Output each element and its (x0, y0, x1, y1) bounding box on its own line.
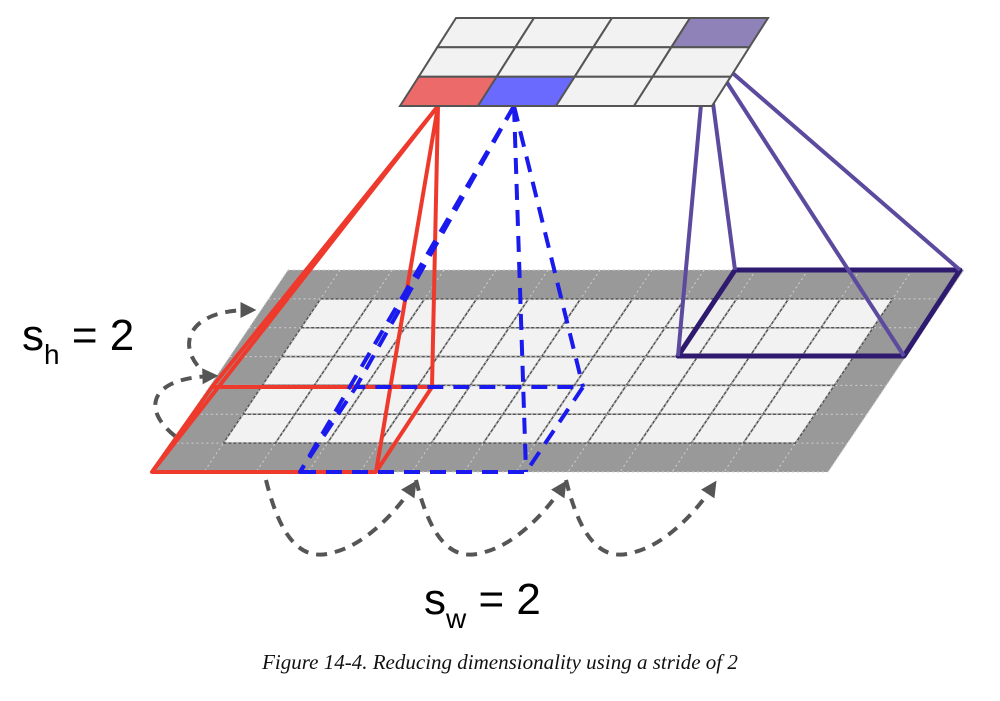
input-grid-line (827, 269, 965, 473)
horizontal-stride-arrow (564, 479, 717, 557)
blue-pyramid-edge (512, 105, 528, 473)
blue-pyramid-edge (354, 105, 516, 388)
blue-pyramid-edge (298, 104, 516, 474)
input-grid-line (411, 269, 549, 473)
output-layer (398, 17, 770, 107)
input-grid-line (307, 269, 445, 473)
input-grid-line (359, 269, 497, 473)
red-pyramid-edge (210, 104, 440, 389)
stride-width-symbol: s (424, 575, 446, 624)
horizontal-stride-arrow (414, 479, 567, 557)
stride-height-subscript: h (44, 339, 60, 370)
horizontal-stride-arrow (264, 479, 417, 557)
purple-pyramid-edge (704, 48, 906, 358)
stride-height-label: sh = 2 (22, 311, 135, 369)
stride-height-value: = 2 (71, 311, 135, 360)
vertical-stride-arrow (153, 368, 219, 438)
input-grid-line (515, 269, 653, 473)
stride-height-symbol: s (22, 311, 44, 360)
vertical-stride-arrow (187, 302, 257, 380)
blue-receptive-field (298, 104, 585, 474)
input-grid-line (723, 269, 861, 473)
input-grid-line (671, 269, 809, 473)
input-grid-line (463, 269, 601, 473)
purple-pyramid-edge (704, 48, 962, 272)
vertical-stride-arrows (153, 302, 257, 438)
blue-pyramid-edge (512, 105, 585, 388)
output-cells (398, 17, 770, 107)
purple-receptive-field (675, 48, 963, 359)
input-layer (151, 269, 965, 473)
output-cell (632, 75, 733, 107)
input-grid-line (619, 269, 757, 473)
stride-width-label: sw = 2 (424, 575, 541, 633)
horizontal-stride-arrows (264, 479, 717, 557)
input-grid-line (151, 269, 289, 473)
figure-caption: Figure 14-4. Reducing dimensionality usi… (262, 650, 738, 674)
stride-width-subscript: w (446, 603, 467, 634)
input-grid-line (775, 269, 913, 473)
input-grid-line (255, 269, 393, 473)
stride-width-value: = 2 (478, 575, 541, 624)
input-grid-line (203, 269, 341, 473)
